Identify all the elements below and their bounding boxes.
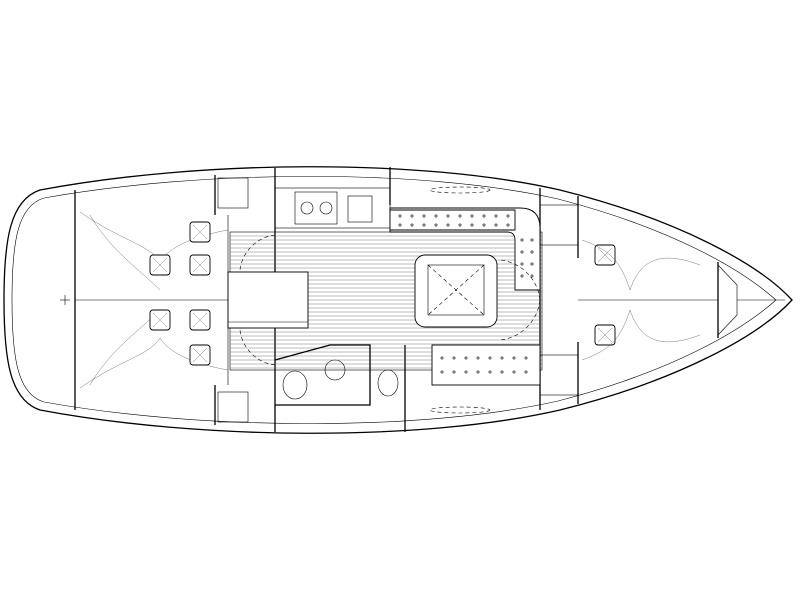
cushion-mark [434,214,438,218]
pillow [189,254,211,276]
cushion-mark [506,214,510,218]
cushion-mark [520,238,524,242]
cushion-mark [494,214,498,218]
pillow [189,309,211,331]
cushion-mark [520,274,524,278]
cushion-mark [446,223,450,227]
cushion-mark [476,370,480,374]
pillow [594,324,616,346]
mast-step-icon [60,295,70,305]
cushion-mark [524,370,528,374]
door-swings [239,234,541,366]
cushion-mark [512,370,516,374]
cushion-mark [452,370,456,374]
cushion-mark [482,214,486,218]
cushion-mark [470,214,474,218]
cushion-mark [488,356,492,360]
saloon-settee-port [431,344,541,386]
cushion-mark [446,214,450,218]
hull-outline [3,166,793,434]
cushion-mark [464,356,468,360]
cushion-mark [512,356,516,360]
aft-cabin-pillows [149,221,616,366]
cushion-mark [470,223,474,227]
cushion-mark [506,223,510,227]
heads-compartment [274,344,399,406]
cushion-mark [440,356,444,360]
cushion-mark [458,214,462,218]
cushion-mark [464,370,468,374]
pillow [594,244,616,266]
settee-cushion-marks [398,214,534,374]
cushion-mark [530,250,534,254]
cushion-mark [500,370,504,374]
pillow [149,309,171,331]
lockers [217,177,579,423]
cushion-mark [530,274,534,278]
stove-burner-icon [319,201,333,215]
saloon-table [414,254,498,328]
cushion-mark [410,214,414,218]
pillow [189,344,211,366]
cushion-mark [524,356,528,360]
galley [274,187,391,229]
pillow [149,254,171,276]
cushion-mark [410,223,414,227]
cushion-mark [458,223,462,227]
cushion-mark [398,223,402,227]
cushion-mark [422,214,426,218]
cushion-mark [482,223,486,227]
cushion-mark [476,356,480,360]
cushion-mark [500,356,504,360]
shower-drain-icon [324,359,346,381]
cushion-mark [434,223,438,227]
cushion-mark [530,262,534,266]
cushion-mark [398,214,402,218]
companionway-steps [227,271,309,329]
washbasin-icon [377,369,399,397]
forward-v-berth [578,239,718,361]
sink-icon [347,195,373,223]
cushion-mark [452,356,456,360]
cushion-mark [520,262,524,266]
stove-burner-icon [300,201,314,215]
pillow [189,221,211,243]
cushion-mark [520,250,524,254]
cushion-mark [440,370,444,374]
cushion-mark [422,223,426,227]
cushion-mark [494,223,498,227]
cushion-mark [488,370,492,374]
cushion-mark [530,238,534,242]
toilet-icon [282,370,308,400]
